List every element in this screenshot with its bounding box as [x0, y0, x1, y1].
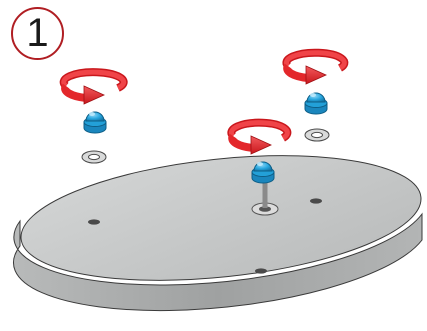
washer-icon: [81, 150, 107, 164]
fastener-center: [227, 118, 292, 184]
clockwise-rotation-arrow-icon: [227, 118, 292, 155]
base-plate-side: [13, 212, 423, 312]
fastener-right: [282, 48, 349, 142]
clockwise-rotation-arrow-icon: [282, 48, 349, 85]
cap-nut-icon: [251, 161, 275, 184]
clockwise-rotation-arrow-icon: [59, 68, 128, 105]
center-washer: [251, 202, 279, 216]
fastener-left: [59, 68, 128, 164]
washer-icon: [304, 128, 330, 142]
step-number-badge: 1: [11, 7, 64, 60]
center-stud: [262, 180, 268, 208]
mounting-hole-left: [88, 219, 100, 225]
mounting-hole-front: [255, 268, 267, 274]
cap-nut-icon: [304, 92, 328, 115]
base-plate-top: [20, 155, 422, 281]
base-plate: [13, 155, 423, 312]
cap-nut-icon: [83, 111, 107, 134]
mounting-hole-right: [310, 198, 322, 204]
step-number-label: 1: [26, 11, 49, 55]
